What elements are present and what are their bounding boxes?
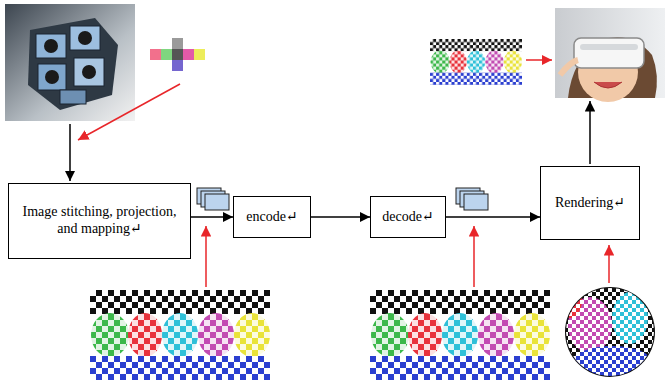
vr-headset-photo xyxy=(555,8,665,102)
input-arrow xyxy=(69,124,71,181)
box-label: Image stitching, projection, and mapping… xyxy=(16,204,183,238)
process-box: Image stitching, projection, and mapping… xyxy=(8,183,191,259)
output-arrow xyxy=(589,101,591,164)
equirect-image xyxy=(90,290,270,380)
box-label: encode↵ xyxy=(246,209,297,226)
red-pointer xyxy=(608,245,610,283)
flow-arrow xyxy=(446,216,540,218)
viewport-image xyxy=(430,39,522,85)
red-pointer xyxy=(526,59,552,61)
equirect-image xyxy=(370,290,550,380)
box-label: decode↵ xyxy=(382,209,433,226)
camera-rig-photo xyxy=(5,4,135,121)
box-label: Rendering↵ xyxy=(555,195,625,212)
cubemap-icon xyxy=(150,38,205,71)
process-box: decode↵ xyxy=(370,196,446,238)
red-pointer xyxy=(205,226,207,287)
frame-stack-icon xyxy=(197,188,229,210)
red-pointer xyxy=(78,84,180,140)
flow-arrow xyxy=(311,216,370,218)
red-pointer xyxy=(473,226,475,287)
process-box: Rendering↵ xyxy=(540,166,640,240)
frame-stack-icon xyxy=(456,188,488,210)
sphere-projection xyxy=(558,282,660,384)
flow-arrow xyxy=(191,216,233,218)
process-box: encode↵ xyxy=(233,196,311,238)
